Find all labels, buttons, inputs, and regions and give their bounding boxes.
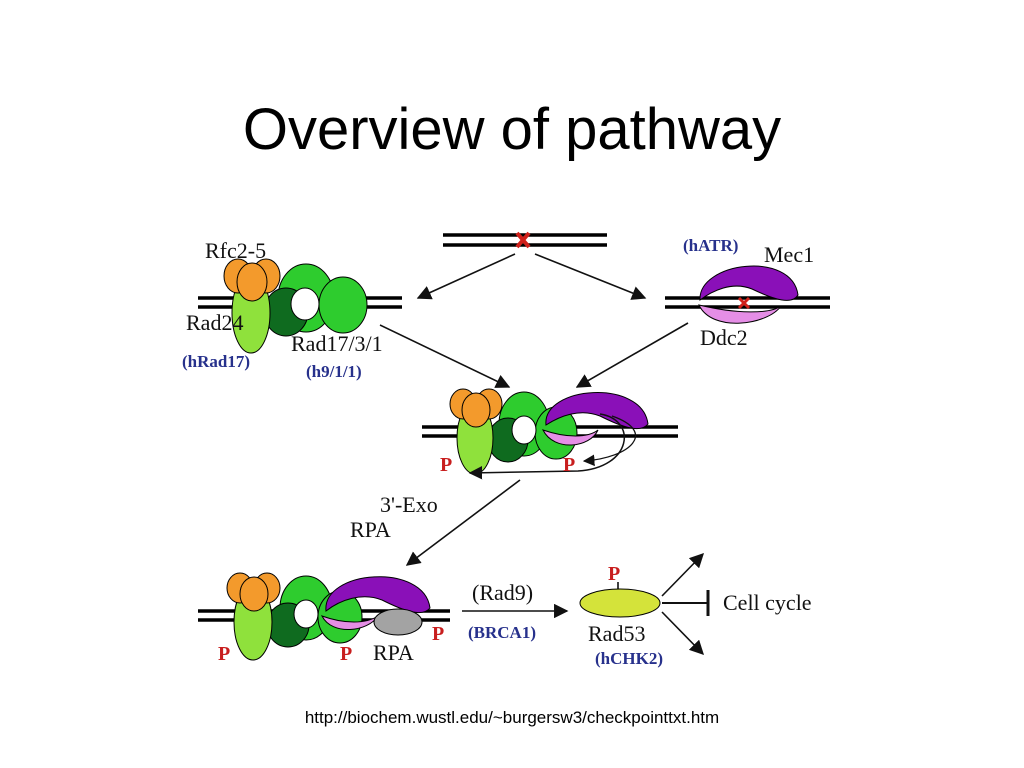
- lesion-mark-icon: [737, 296, 751, 310]
- arrow-output-down: [661, 611, 705, 656]
- arrow-clamp-to-combined: [379, 324, 511, 388]
- label-rfc2-5: Rfc2-5: [205, 238, 266, 263]
- label-3-exo: 3'-Exo: [380, 492, 438, 517]
- label-cell-cycle: Cell cycle: [723, 590, 812, 615]
- label-ddc2: Ddc2: [700, 325, 748, 350]
- label-rad53: Rad53: [588, 621, 645, 646]
- phospho-loop-line-2: [582, 415, 637, 467]
- label-hchk2: (hCHK2): [595, 649, 663, 668]
- label-mec1: Mec1: [764, 242, 814, 267]
- phosphate-label-bottom-left: P: [218, 643, 230, 665]
- phosphate-label-rad53: P: [608, 563, 620, 585]
- label-rad9: (Rad9): [472, 580, 533, 605]
- rad53-kinase: [579, 582, 661, 618]
- arrow-mec1-to-combined: [575, 322, 689, 388]
- label-h9-1-1: (h9/1/1): [306, 362, 362, 381]
- phosphate-label-bottom-mid: P: [340, 643, 352, 665]
- label-rad17-3-1: Rad17/3/1: [291, 331, 383, 356]
- page-title: Overview of pathway: [242, 97, 782, 162]
- label-hatr: (hATR): [683, 236, 738, 255]
- combined-complex-middle: [422, 388, 678, 480]
- phosphate-label-mid-left: P: [440, 454, 452, 476]
- label-rad24: Rad24: [186, 310, 243, 335]
- phospho-loop-line: [468, 413, 626, 480]
- rpa-protein-gray: [373, 608, 423, 636]
- label-rpa-left: RPA: [350, 517, 391, 542]
- rad24-clamp-complex: [198, 258, 402, 354]
- phosphate-label-bottom-right: P: [432, 623, 444, 645]
- label-brca1: (BRCA1): [468, 623, 536, 642]
- arrow-resection: [405, 479, 521, 566]
- inhibition-bar-icon: [662, 590, 710, 616]
- damaged-dna-top: [443, 231, 607, 249]
- complex-with-rpa: [198, 572, 450, 661]
- label-rpa-bottom: RPA: [373, 640, 414, 665]
- label-hrad17: (hRad17): [182, 352, 250, 371]
- source-url-text: http://biochem.wustl.edu/~burgersw3/chec…: [304, 708, 720, 727]
- arrow-to-mec1-binding: [534, 253, 647, 300]
- mec1-ddc2-complex: [665, 265, 830, 324]
- phosphate-label-mid-right: P: [563, 454, 575, 476]
- arrow-output-up: [661, 552, 705, 597]
- arrow-to-clamp-loading: [416, 253, 516, 300]
- dna-lesion-icon: [515, 231, 531, 249]
